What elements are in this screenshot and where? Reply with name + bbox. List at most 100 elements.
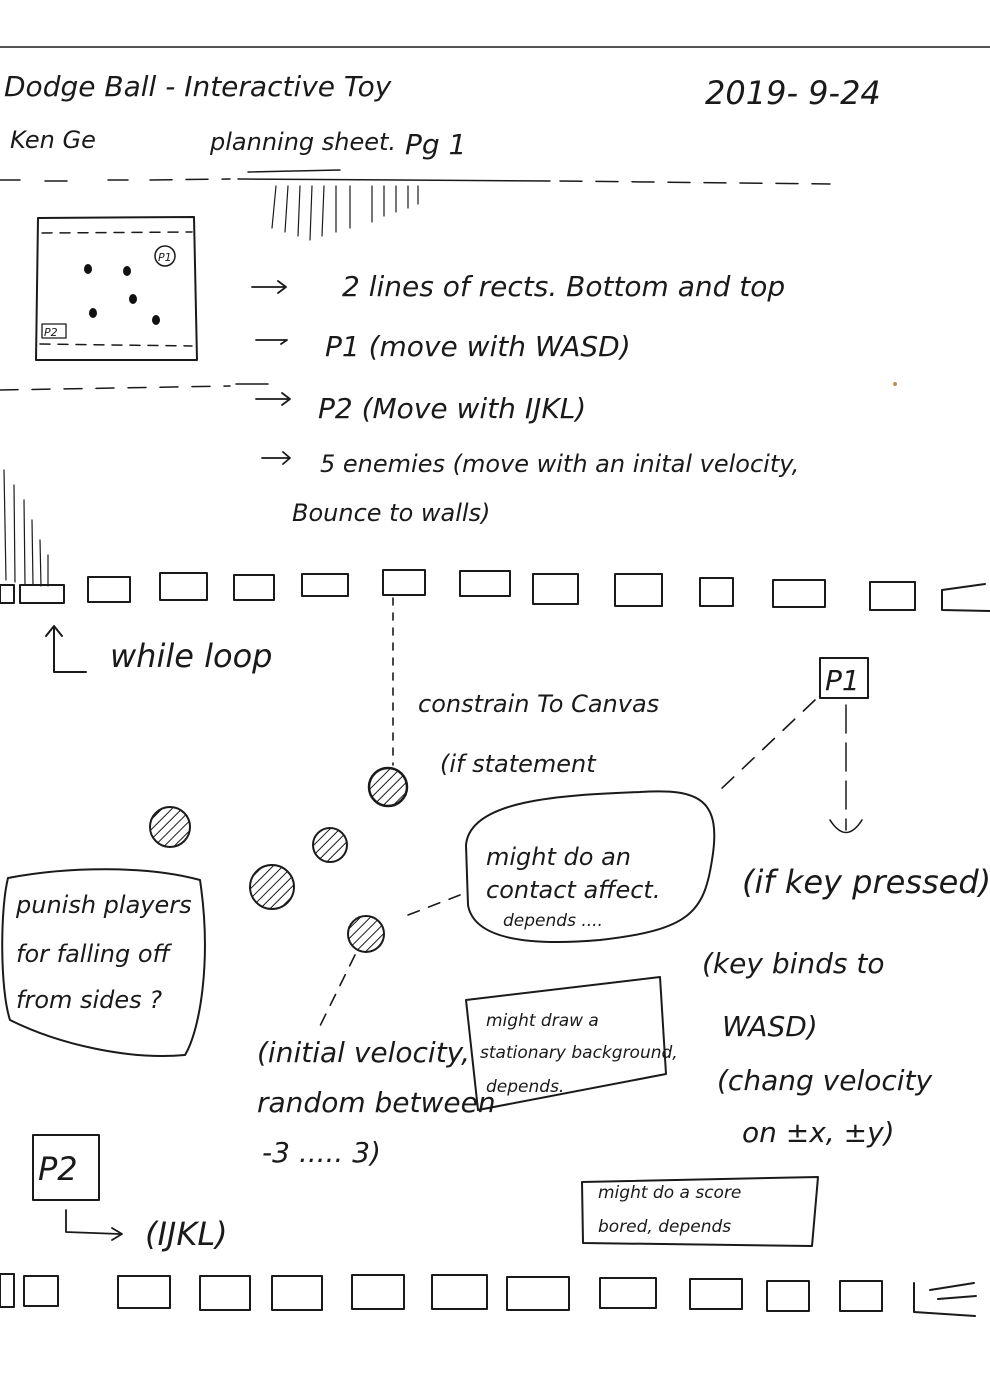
enemy-ball [312, 827, 348, 863]
header-separator-solid [237, 178, 551, 182]
top-rect [19, 584, 65, 604]
thumbnail-frame [35, 216, 198, 361]
thumbnail-enemy-dot [123, 266, 131, 276]
bottom-rect [506, 1276, 570, 1311]
contact-connector-line [407, 894, 461, 916]
p2-keys-text: (IJKL) [145, 1215, 228, 1253]
punish-players-note: punish players for falling off from side… [1, 868, 206, 1057]
thumbnail-p1-circle [154, 245, 176, 267]
initial-velocity-line-2: random between [257, 1086, 496, 1119]
score-board-note: might do a score bored, depends [581, 1176, 819, 1247]
thumbnail-enemy-dot [84, 264, 92, 274]
change-velocity-axes-text: on ±x, ±y) [742, 1116, 895, 1149]
sheet-label-text: planning sheet. [209, 128, 396, 156]
date-text: 2019- 9-24 [705, 74, 881, 112]
thumbnail-p2-box [41, 323, 67, 339]
top-rect [159, 572, 208, 601]
enemy-ball [367, 766, 409, 808]
initial-velocity-line-1: (initial velocity, [257, 1036, 470, 1069]
enemy-ball [249, 864, 295, 910]
thumbnail-enemy-dots [84, 264, 160, 325]
thumbnail-enemy-dot [152, 315, 160, 325]
paper-speck [893, 382, 897, 386]
p2-arrow-icon [65, 1209, 123, 1241]
constrain-text: constrain To Canvas [418, 690, 659, 718]
bleed-through-strokes [3, 185, 419, 587]
p1-connector-line [719, 699, 816, 791]
thumbnail-top-rects [41, 231, 193, 234]
top-rect [301, 573, 349, 597]
top-rect [772, 579, 826, 608]
bottom-rect [117, 1275, 171, 1309]
enemy-ball [347, 915, 385, 953]
note-arrow-icon [261, 451, 291, 465]
thumbnail-enemy-dot [129, 294, 137, 304]
enemy-balls [149, 766, 409, 953]
note-item-4-continued: Bounce to walls) [292, 499, 490, 527]
p1-controls-annotation: P1 (if key pressed) (key binds to WASD) … [702, 657, 990, 1149]
background-line-3: depends. [486, 1077, 564, 1097]
punish-line-1: punish players [15, 891, 192, 919]
top-rect [459, 570, 511, 597]
notes-list: 2 lines of rects. Bottom and top P1 (mov… [251, 270, 799, 527]
thumbnail-sketch: P1 P2 [35, 216, 198, 361]
note-arrow-icon [255, 392, 291, 406]
contact-effect-bubble [465, 790, 716, 944]
bottom-rect [0, 1273, 15, 1308]
top-rect [699, 577, 734, 607]
bottom-rect-row [0, 1273, 977, 1317]
bottom-rect [199, 1275, 251, 1311]
p1-box [819, 657, 869, 699]
note-item-2: P1 (move with WASD) [325, 330, 631, 363]
bottom-rect [599, 1277, 657, 1309]
author-text: Ken Ge [10, 126, 96, 154]
score-board-box [581, 1176, 819, 1247]
if-key-pressed-text: (if key pressed) [742, 863, 990, 901]
note-item-1: 2 lines of rects. Bottom and top [342, 270, 785, 303]
background-note: might draw a stationary background, depe… [465, 976, 678, 1111]
initial-velocity-line-3: -3 ..... 3) [262, 1136, 381, 1169]
p2-box [32, 1134, 100, 1201]
page-number-text: Pg 1 [405, 128, 466, 161]
sheet-label-underline [247, 169, 341, 173]
enemy-ball [149, 806, 191, 848]
bottom-rect [839, 1280, 883, 1312]
top-rect [532, 573, 579, 605]
constrain-condition-text: (if statement [440, 750, 597, 778]
bottom-rect [23, 1275, 59, 1307]
bottom-rect [351, 1274, 405, 1310]
background-line-2: stationary background, [480, 1043, 678, 1063]
title-text: Dodge Ball - Interactive Toy [4, 70, 392, 103]
top-rect [87, 576, 131, 603]
top-rect [382, 569, 426, 596]
score-line-1: might do a score [598, 1183, 741, 1203]
change-velocity-text: (chang velocity [717, 1064, 933, 1097]
top-rect [869, 581, 916, 611]
thumbnail-p1-label: P1 [158, 251, 172, 264]
bottom-rect [689, 1278, 743, 1310]
contact-line-1: might do an [486, 843, 631, 871]
mid-separator [0, 385, 231, 391]
contact-line-3: depends .... [503, 911, 603, 931]
key-binds-wasd-text: WASD) [722, 1010, 818, 1043]
top-rect [233, 574, 275, 601]
p1-box-label: P1 [825, 664, 860, 697]
bottom-rect-partial [913, 1282, 977, 1317]
thumbnail-p2-label: P2 [44, 326, 58, 339]
background-note-box [465, 976, 667, 1111]
p2-controls-annotation: P2 (IJKL) [32, 1134, 228, 1253]
note-item-3: P2 (Move with IJKL) [318, 392, 586, 425]
punish-players-box [1, 868, 206, 1057]
thumbnail-enemy-dot [89, 308, 97, 318]
note-item-4: 5 enemies (move with an inital velocity, [320, 450, 799, 478]
top-rect-row [0, 569, 990, 612]
while-loop-text: while loop [110, 637, 272, 675]
header-separator [0, 178, 831, 185]
bottom-rect [271, 1275, 323, 1311]
contact-effect-note: might do an contact affect. depends .... [407, 790, 716, 944]
bottom-rect [431, 1274, 488, 1310]
bottom-rect [766, 1280, 810, 1312]
top-rect-partial [941, 583, 990, 612]
top-rect [0, 584, 15, 604]
